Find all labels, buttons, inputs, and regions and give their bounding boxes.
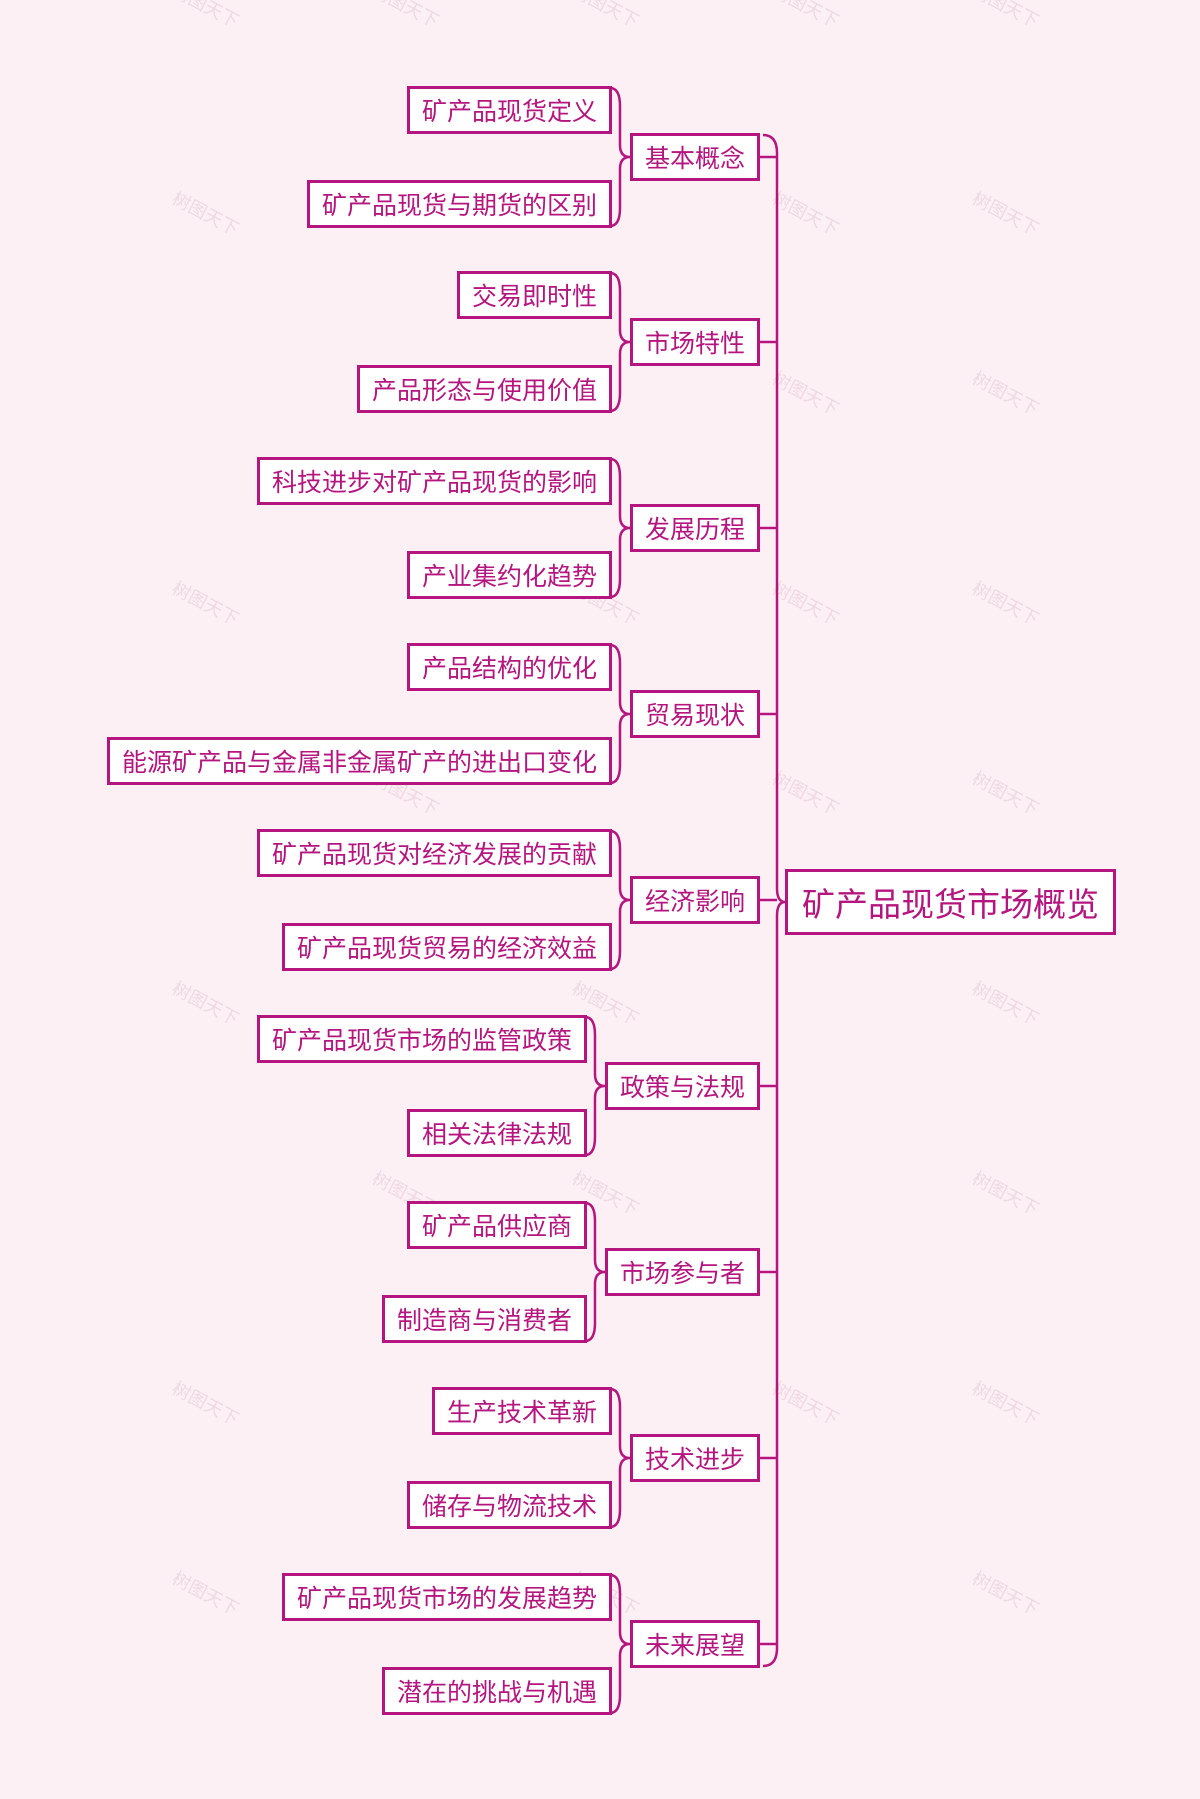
- leaf-node[interactable]: 制造商与消费者: [381, 1295, 587, 1343]
- leaf-node[interactable]: 矿产品现货定义: [406, 86, 612, 134]
- branch-node[interactable]: 未来展望: [629, 1620, 760, 1668]
- leaf-brace: [609, 1573, 631, 1715]
- leaf-node[interactable]: 储存与物流技术: [406, 1481, 612, 1529]
- leaf-node[interactable]: 产品形态与使用价值: [356, 365, 612, 413]
- leaf-node[interactable]: 产业集约化趋势: [406, 551, 612, 599]
- branch-node[interactable]: 市场参与者: [604, 1248, 760, 1296]
- branch-node[interactable]: 发展历程: [629, 504, 760, 552]
- leaf-brace: [609, 829, 631, 971]
- leaf-node[interactable]: 矿产品现货与期货的区别: [306, 180, 612, 228]
- leaf-node[interactable]: 潜在的挑战与机遇: [381, 1667, 612, 1715]
- root-node[interactable]: 矿产品现货市场概览: [785, 869, 1116, 935]
- leaf-node[interactable]: 能源矿产品与金属非金属矿产的进出口变化: [106, 737, 612, 785]
- leaf-brace: [584, 1015, 606, 1157]
- leaf-node[interactable]: 矿产品供应商: [406, 1201, 587, 1249]
- branch-node[interactable]: 经济影响: [629, 876, 760, 924]
- leaf-node[interactable]: 矿产品现货贸易的经济效益: [281, 923, 612, 971]
- leaf-brace: [609, 271, 631, 413]
- branch-node[interactable]: 贸易现状: [629, 690, 760, 738]
- leaf-brace: [609, 643, 631, 785]
- leaf-node[interactable]: 相关法律法规: [406, 1109, 587, 1157]
- leaf-node[interactable]: 生产技术革新: [431, 1387, 612, 1435]
- leaf-node[interactable]: 科技进步对矿产品现货的影响: [256, 457, 612, 505]
- leaf-node[interactable]: 交易即时性: [456, 271, 612, 319]
- leaf-brace: [609, 457, 631, 599]
- branch-node[interactable]: 技术进步: [629, 1434, 760, 1482]
- leaf-node[interactable]: 产品结构的优化: [406, 643, 612, 691]
- leaf-brace: [609, 86, 631, 228]
- leaf-brace: [584, 1201, 606, 1343]
- leaf-node[interactable]: 矿产品现货市场的发展趋势: [281, 1573, 612, 1621]
- branch-node[interactable]: 基本概念: [629, 133, 760, 181]
- branch-node[interactable]: 政策与法规: [604, 1062, 760, 1110]
- leaf-node[interactable]: 矿产品现货对经济发展的贡献: [256, 829, 612, 877]
- branch-node[interactable]: 市场特性: [629, 318, 760, 366]
- leaf-node[interactable]: 矿产品现货市场的监管政策: [256, 1015, 587, 1063]
- leaf-brace: [609, 1387, 631, 1529]
